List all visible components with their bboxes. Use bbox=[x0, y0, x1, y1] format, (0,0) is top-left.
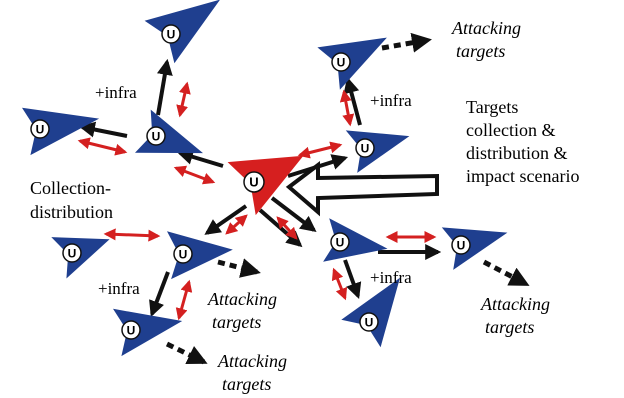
unit-badge-circle bbox=[243, 171, 265, 193]
link-upperleft-to-farleft bbox=[78, 121, 128, 138]
unit-letter: U bbox=[337, 56, 346, 70]
unit-badge-circle bbox=[330, 232, 350, 252]
attack-label-right-line1: Attacking bbox=[480, 294, 550, 314]
unit-pennant-shape bbox=[317, 37, 387, 90]
node-center: U bbox=[227, 155, 304, 216]
diagram-labels: +infra +infra +infra +infra Collection- … bbox=[30, 18, 579, 394]
attack-arrow-bottom bbox=[165, 341, 208, 365]
collection-label-line2: distribution bbox=[30, 202, 113, 222]
attack-arrow-top bbox=[381, 32, 432, 53]
infra-label-bottom-right: +infra bbox=[370, 268, 412, 287]
red-link-1 bbox=[176, 81, 191, 118]
red-link-7 bbox=[225, 214, 248, 235]
unit-letter: U bbox=[336, 236, 345, 250]
infra-label-left: +infra bbox=[98, 279, 140, 298]
unit-badge-circle bbox=[173, 244, 193, 264]
node-left: U bbox=[51, 237, 110, 279]
scenario-hollow-arrow bbox=[285, 160, 439, 217]
unit-letter: U bbox=[179, 248, 188, 262]
infra-label-right: +infra bbox=[370, 91, 412, 110]
node-top-left-upper: U bbox=[144, 0, 220, 64]
unit-pennant-shape bbox=[167, 231, 233, 280]
link-top-to-upper-node bbox=[156, 58, 173, 116]
attack-label-top-line1: Attacking bbox=[451, 18, 521, 38]
node-bottom-right: U bbox=[341, 277, 400, 348]
unit-letter: U bbox=[127, 324, 136, 338]
attack-arrow-mid bbox=[217, 258, 261, 278]
unit-pennant-shape bbox=[345, 130, 410, 173]
targets-label-line2: collection & bbox=[466, 120, 555, 140]
red-link-5 bbox=[339, 89, 355, 127]
unit-badge-circle bbox=[161, 24, 181, 44]
node-top-right: U bbox=[317, 37, 387, 90]
attack-label-right-line2: targets bbox=[485, 317, 534, 337]
link-center-to-lowerright-a bbox=[270, 196, 317, 232]
unit-pennant-shape bbox=[144, 0, 220, 64]
attack-label-bottom-line2: targets bbox=[222, 374, 271, 394]
node-far-left: U bbox=[22, 107, 100, 156]
unit-badge-circle bbox=[331, 52, 351, 72]
unit-letter: U bbox=[365, 316, 374, 330]
unit-badge-circle bbox=[355, 138, 375, 158]
targets-label-line4: impact scenario bbox=[466, 166, 579, 186]
attack-arrow-right bbox=[482, 259, 530, 287]
unit-badge-circle bbox=[146, 126, 166, 146]
red-link-4 bbox=[297, 141, 343, 159]
unit-letter: U bbox=[152, 130, 161, 144]
unit-badge-circle bbox=[30, 119, 50, 139]
unit-nodes: U U U U U U U U U U U U bbox=[22, 0, 508, 357]
node-upper-left: U bbox=[135, 109, 203, 154]
red-link-2 bbox=[77, 137, 128, 156]
collection-label-line1: Collection- bbox=[30, 178, 111, 198]
unit-pennant-shape bbox=[441, 227, 508, 270]
unit-badge-circle bbox=[359, 312, 379, 332]
unit-letter: U bbox=[167, 28, 176, 42]
unit-badge-circle bbox=[62, 243, 82, 263]
attack-label-top-line2: targets bbox=[456, 41, 505, 61]
link-lowerright-to-bottomright bbox=[343, 259, 362, 300]
unit-badge-circle bbox=[451, 235, 471, 255]
red-link-10 bbox=[331, 267, 348, 301]
targets-label-line3: distribution & bbox=[466, 143, 568, 163]
attack-arrows bbox=[165, 32, 530, 365]
node-lower-left: U bbox=[167, 231, 233, 280]
unit-letter: U bbox=[361, 142, 370, 156]
unit-pennant-shape bbox=[227, 155, 304, 216]
unit-badge-circle bbox=[121, 320, 141, 340]
attack-label-mid-line2: targets bbox=[212, 312, 261, 332]
unit-letter: U bbox=[249, 175, 258, 190]
link-lowerleft-to-bottom bbox=[149, 271, 170, 317]
red-link-3 bbox=[173, 165, 216, 185]
node-far-right: U bbox=[441, 227, 508, 270]
unit-letter: U bbox=[36, 123, 45, 137]
attack-label-mid-line1: Attacking bbox=[207, 289, 277, 309]
collection-links bbox=[77, 81, 437, 321]
targets-label-line1: Targets bbox=[466, 97, 518, 117]
unit-pennant-shape bbox=[135, 109, 203, 154]
node-bottom-left: U bbox=[113, 308, 183, 357]
node-lower-right: U bbox=[323, 218, 388, 262]
attack-label-bottom-line1: Attacking bbox=[217, 351, 287, 371]
link-center-to-right bbox=[287, 154, 349, 178]
red-link-8 bbox=[276, 216, 298, 240]
unit-letter: U bbox=[457, 239, 466, 253]
infra-label-top: +infra bbox=[95, 83, 137, 102]
node-right: U bbox=[345, 130, 410, 173]
red-link-9 bbox=[175, 279, 193, 321]
red-link-6 bbox=[103, 228, 161, 242]
link-center-to-upperleft bbox=[176, 149, 224, 168]
unit-letter: U bbox=[68, 247, 77, 261]
